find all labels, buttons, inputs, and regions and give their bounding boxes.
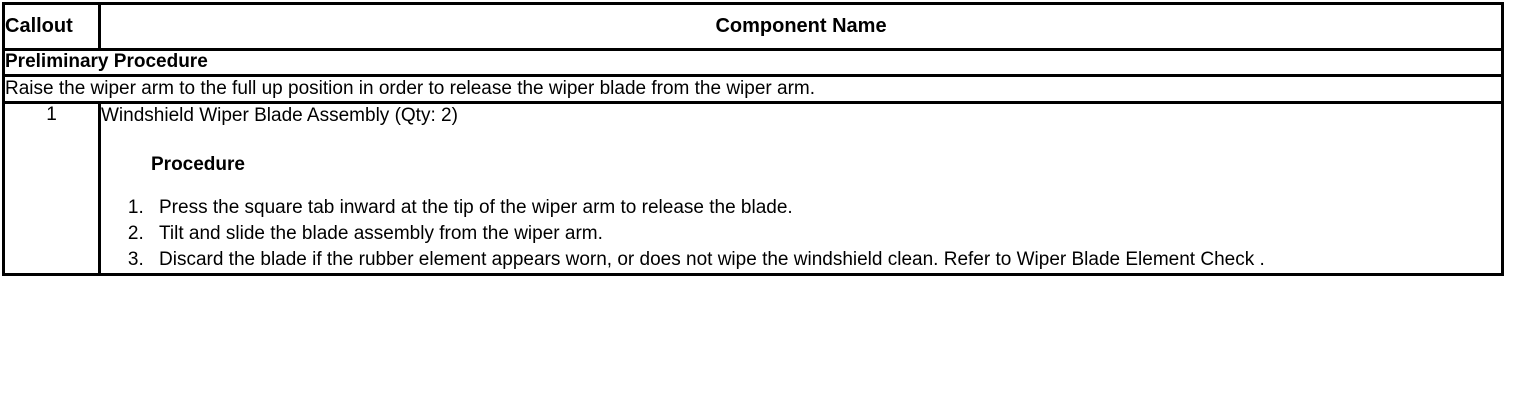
preliminary-procedure-body-row: Raise the wiper arm to the full up posit… (2, 73, 1504, 104)
procedure-step-list: Press the square tab inward at the tip o… (101, 195, 1501, 272)
preliminary-procedure-text: Raise the wiper arm to the full up posit… (5, 77, 816, 99)
list-item: Press the square tab inward at the tip o… (149, 195, 1501, 220)
component-detail-cell: Windshield Wiper Blade Assembly (Qty: 2)… (98, 100, 1504, 277)
callout-number: 1 (2, 100, 101, 277)
service-procedure-table: Callout Component Name Preliminary Proce… (2, 2, 1504, 277)
column-header-callout: Callout (2, 2, 101, 51)
list-item: Tilt and slide the blade assembly from t… (149, 221, 1501, 246)
procedure-heading: Procedure (151, 154, 245, 176)
preliminary-procedure-heading: Preliminary Procedure (5, 51, 208, 72)
list-item: Discard the blade if the rubber element … (149, 247, 1501, 272)
table-header-row: Callout Component Name (2, 2, 1504, 51)
preliminary-procedure-body-cell: Raise the wiper arm to the full up posit… (2, 73, 1504, 104)
preliminary-procedure-cell: Preliminary Procedure (2, 48, 1504, 77)
component-name-text: Windshield Wiper Blade Assembly (Qty: 2) (101, 104, 458, 126)
column-header-component-name: Component Name (98, 2, 1504, 51)
table-row: 1 Windshield Wiper Blade Assembly (Qty: … (2, 100, 1504, 277)
preliminary-procedure-title-row: Preliminary Procedure (2, 48, 1504, 77)
